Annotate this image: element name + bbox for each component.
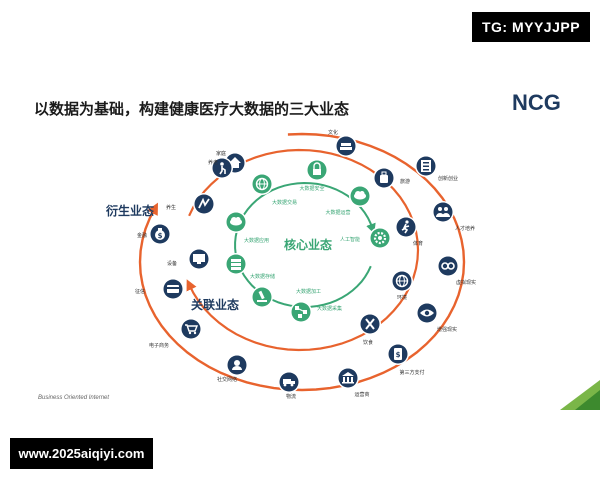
globe-icon <box>255 177 269 191</box>
related-node-label: 社交网络 <box>217 376 237 383</box>
related-node-label: 运营商 <box>354 391 369 398</box>
derived-node-label: 创新创业 <box>438 175 458 182</box>
core-node: 大数据安全 <box>299 159 328 192</box>
related-node-label: 文化 <box>328 129 338 136</box>
social-icon <box>232 360 242 370</box>
core-node-label: 大数据应用 <box>244 237 269 244</box>
cloud-icon <box>354 191 366 200</box>
svg-text:$: $ <box>396 351 401 359</box>
website-watermark: www.2025aiqiyi.com <box>10 438 153 469</box>
related-node-label: 饮食 <box>363 339 373 346</box>
core-node: 大数据应用 <box>225 211 269 244</box>
core-node: 大数据采集 <box>290 301 342 323</box>
wellness-icon <box>198 197 210 209</box>
derived-node: 创新创业 <box>415 155 458 182</box>
core-node-label: 大数据运营 <box>325 209 350 216</box>
core-ring-arc <box>234 181 376 309</box>
related-node: 运营商 <box>337 367 370 398</box>
vr-glasses-icon <box>441 262 455 270</box>
core-node-label: 大数据交易 <box>272 199 297 206</box>
related-node-label: 金融 <box>137 232 147 239</box>
derived-node-label: 人才培养 <box>455 225 475 232</box>
credit-card-icon <box>167 285 179 293</box>
related-node: 饮食 <box>359 313 381 346</box>
derived-node-label: 虚拟现实 <box>456 279 476 286</box>
related-node: 养老 <box>208 157 233 179</box>
elderly-icon <box>219 162 226 175</box>
related-node-label: 旅游 <box>400 178 410 185</box>
core-node-label: 大数据存储 <box>250 273 275 280</box>
core-node: 大数据加工 <box>251 286 321 308</box>
nodes-icon <box>295 306 307 318</box>
payment-icon: $ <box>394 348 402 360</box>
svg-text:$: $ <box>158 232 163 240</box>
related-node-label: 第三方支付 <box>399 369 424 376</box>
cart-icon <box>185 324 199 335</box>
derived-node: 增强现实 <box>416 302 457 333</box>
related-node-label: 养老 <box>208 159 218 166</box>
runner-icon <box>401 220 410 234</box>
related-node-label: 养生 <box>166 204 176 211</box>
slide-title: 以数据为基础，构建健康医疗大数据的三大业态 <box>34 100 350 118</box>
related-ring-arc <box>186 148 420 352</box>
monitor-icon <box>193 254 205 264</box>
related-node-label: 环境 <box>397 294 407 301</box>
core-node: 大数据运营 <box>325 185 371 216</box>
corner-decoration <box>560 380 600 410</box>
luggage-icon <box>380 171 388 183</box>
lock-icon <box>313 162 321 175</box>
related-node: 征信 <box>135 278 184 300</box>
related-node: 环境 <box>391 270 413 301</box>
core-node: 大数据交易 <box>251 173 297 206</box>
related-node: 体育 <box>395 216 423 247</box>
eye-icon <box>420 309 434 317</box>
related-ring-label: 关联业态 <box>191 297 239 312</box>
core-ring-label: 核心业态 <box>284 237 332 252</box>
derived-node: 虚拟现实 <box>437 255 476 286</box>
related-node-label: 电子商务 <box>149 342 169 349</box>
core-node: 大数据存储 <box>225 253 275 280</box>
people-icon <box>436 207 450 217</box>
related-node: 社交网络 <box>217 354 248 383</box>
money-bag-icon: $ <box>155 228 165 240</box>
related-node: 旅游 <box>373 167 410 189</box>
ncg-logo: NCG <box>512 90 561 115</box>
core-node-label: 大数据安全 <box>299 185 324 192</box>
related-node-label: 物流 <box>286 393 296 400</box>
derived-ring-label: 衍生业态 <box>105 203 154 218</box>
books-icon <box>340 143 352 150</box>
building-icon <box>421 160 431 172</box>
related-node: 养生 <box>166 193 215 215</box>
telegram-tag: TG: MYYJJPP <box>472 12 590 42</box>
related-node-label: 征信 <box>135 288 145 295</box>
server-icon <box>231 259 241 270</box>
related-node: 物流 <box>278 371 300 400</box>
utensils-icon <box>365 318 375 330</box>
related-node: $ 金融 <box>137 223 171 245</box>
slide-footer: Business Oriented Internet <box>38 395 110 401</box>
related-node: $ 第三方支付 <box>387 343 425 376</box>
globe-icon <box>395 274 409 288</box>
related-node-label: 设备 <box>167 260 177 267</box>
truck-icon <box>283 379 295 387</box>
related-node: 文化 <box>328 129 357 157</box>
core-node-label: 大数据采集 <box>317 305 342 312</box>
core-node-label: 人工智能 <box>340 236 360 243</box>
core-node-label: 大数据加工 <box>296 288 321 295</box>
related-node: 电子商务 <box>149 318 202 349</box>
core-node: 人工智能 <box>340 227 391 249</box>
related-node: 设备 <box>167 248 210 270</box>
bank-icon <box>342 372 354 384</box>
derived-node: 人才培养 <box>432 201 475 232</box>
house-icon <box>229 157 241 168</box>
derived-node-label: 增强现实 <box>437 326 457 333</box>
microscope-icon <box>257 290 267 302</box>
related-node-label: 家庭 <box>216 150 226 157</box>
related-node-label: 体育 <box>413 240 423 247</box>
cloud-server-icon <box>230 217 242 226</box>
gear-icon <box>373 231 387 245</box>
